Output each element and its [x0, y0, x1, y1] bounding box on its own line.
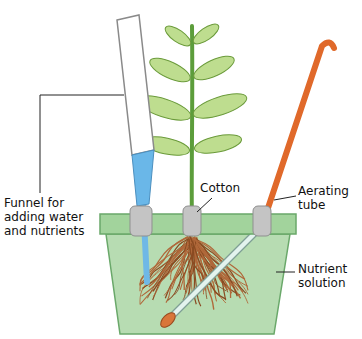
part-label: Cotton	[200, 181, 240, 195]
part-label: Nutrient solution	[298, 262, 358, 290]
root-strand	[142, 239, 194, 289]
part-label: Aerating tube	[298, 184, 358, 212]
funnel-water	[132, 150, 154, 206]
air-stone	[158, 310, 178, 330]
part-label: Funnel for adding water and nutrients	[4, 196, 96, 238]
leader-lines	[40, 95, 296, 272]
plant-stem	[190, 26, 195, 226]
aerating-tube-inner	[172, 226, 262, 316]
cotton-plugs	[130, 206, 271, 236]
root-strand	[182, 241, 188, 290]
pot-solution	[106, 234, 290, 334]
aerating-tube-outline	[172, 226, 262, 316]
funnel-tube	[117, 15, 154, 155]
